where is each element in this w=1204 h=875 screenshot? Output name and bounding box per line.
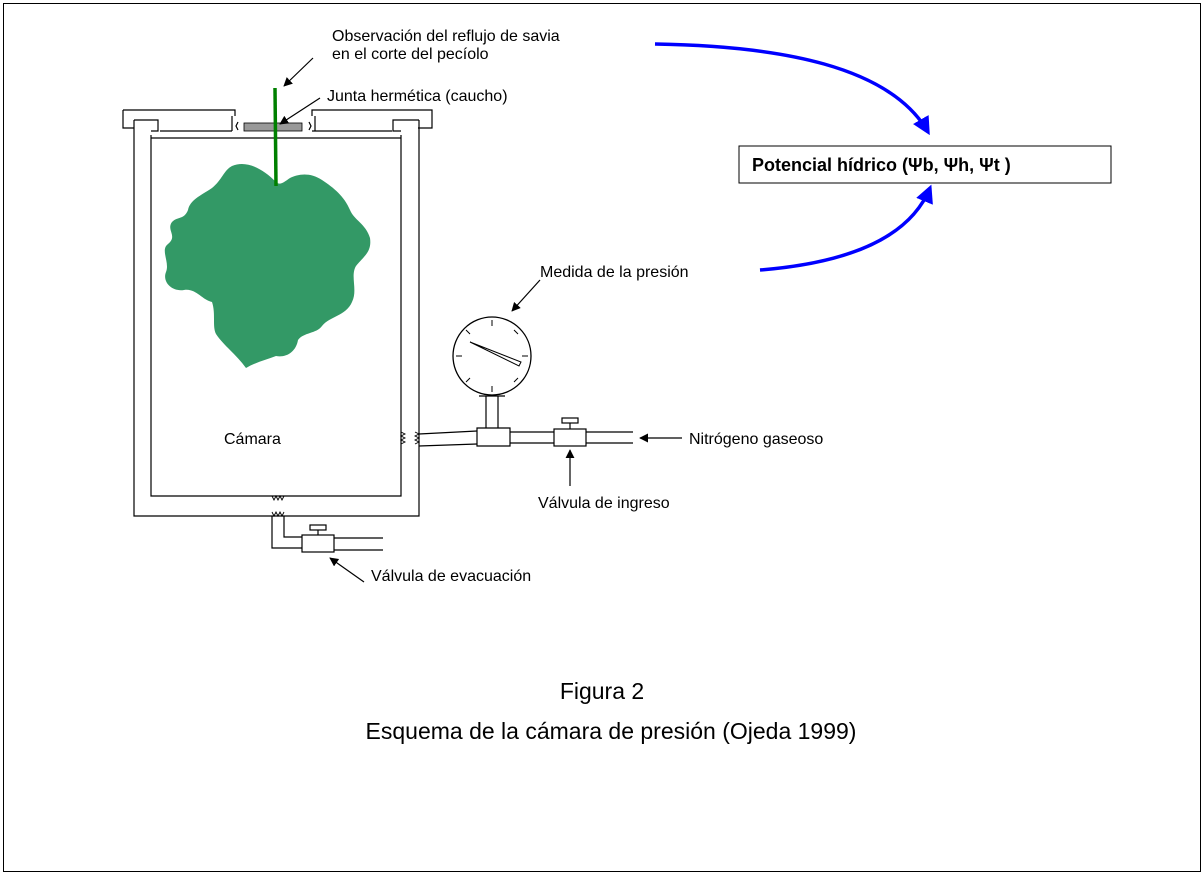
observation-label-2: en el corte del pecíolo xyxy=(332,46,489,63)
petiole xyxy=(273,87,278,187)
rubber-seal xyxy=(243,122,303,132)
chamber-label: Cámara xyxy=(224,431,281,448)
page-border xyxy=(3,3,1201,872)
blue-arrow-top xyxy=(654,42,930,136)
valve-icon xyxy=(301,524,335,553)
figure-caption: Esquema de la cámara de presión (Ojeda 1… xyxy=(366,718,857,744)
nitrogen-label: Nitrógeno gaseoso xyxy=(689,431,823,448)
pressure-chamber xyxy=(122,109,433,517)
pressure-gauge-icon xyxy=(452,316,532,396)
leaf-icon xyxy=(164,163,371,368)
observation-arrow xyxy=(283,57,314,87)
figure-number: Figura 2 xyxy=(560,678,644,704)
evacuation-pipe xyxy=(271,516,383,551)
pressure-arrow xyxy=(511,279,541,312)
potential-label: Potencial hídrico (Ψb, Ψh, Ψt ) xyxy=(752,155,1011,175)
blue-arrow-bottom xyxy=(759,184,933,272)
pressure-label: Medida de la presión xyxy=(540,264,689,281)
thread-right xyxy=(399,431,421,445)
seal-label: Junta hermética (caucho) xyxy=(327,88,508,105)
nitrogen-pipe xyxy=(418,395,633,447)
inlet-valve-label: Válvula de ingreso xyxy=(538,495,670,512)
potential-box xyxy=(738,145,1112,184)
observation-label-1: Observación del reflujo de savia xyxy=(332,28,560,45)
seal-arrow xyxy=(279,97,321,125)
thread-bottom xyxy=(271,494,285,518)
outlet-valve-arrow xyxy=(329,557,365,583)
valve-icon xyxy=(553,417,587,447)
outlet-valve-label: Válvula de evacuación xyxy=(371,568,531,585)
